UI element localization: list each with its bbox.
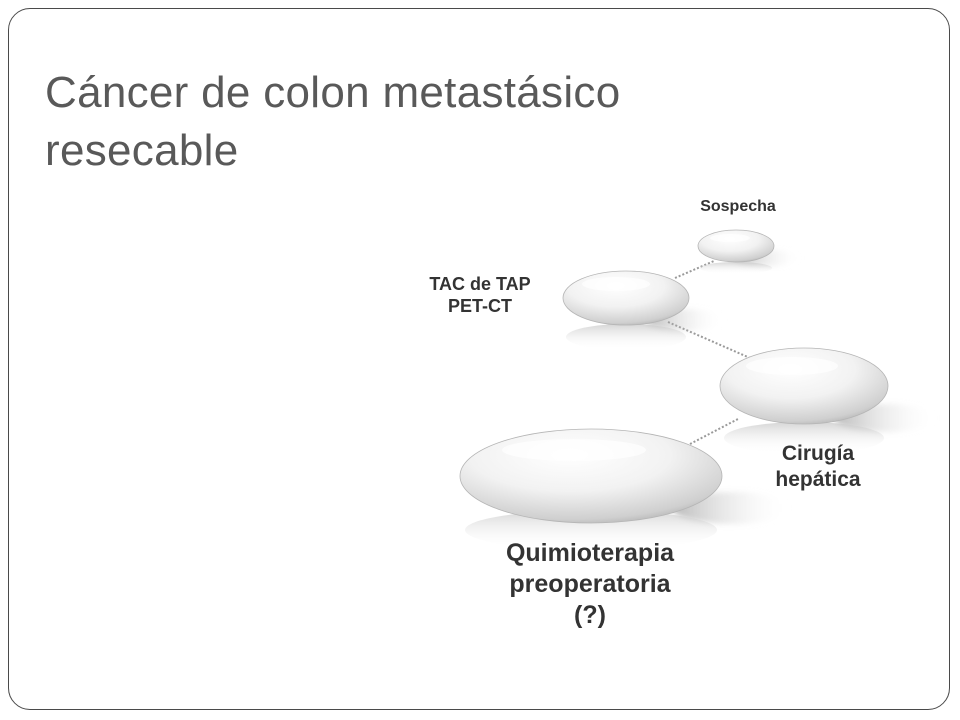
label-tac-line-1: TAC de TAP [429,274,531,294]
pebble-quimio [459,428,792,550]
label-sospecha: Sospecha [668,197,808,217]
label-sospecha-line-1: Sospecha [700,198,776,215]
pebble-sospecha [697,229,802,274]
label-tac-line-2: PET-CT [447,296,512,316]
connector-tac-cirugia [667,321,751,359]
slide-title: Cáncer de colon metastásico resecable [45,64,765,180]
connectors [667,260,751,445]
label-cirugia-line-1: Cirugía [781,442,855,465]
title-line-2: resecable [45,126,239,175]
label-quimio-line-3: (?) [574,601,606,629]
label-quimio: Quimioterapia preoperatoria (?) [440,538,740,631]
connector-cirugia-quimio [689,418,739,445]
title-line-1: Cáncer de colon metastásico [45,68,621,117]
label-quimio-line-1: Quimioterapia [505,539,675,567]
pebble-cirugia [719,347,938,454]
label-cirugia-line-2: hepática [775,468,861,491]
pebble-tac [562,270,725,350]
label-cirugia: Cirugía hepática [738,441,898,493]
label-tac: TAC de TAP PET-CT [380,273,580,317]
connector-sospecha-tac [674,260,715,279]
label-quimio-line-2: preoperatoria [509,570,671,598]
